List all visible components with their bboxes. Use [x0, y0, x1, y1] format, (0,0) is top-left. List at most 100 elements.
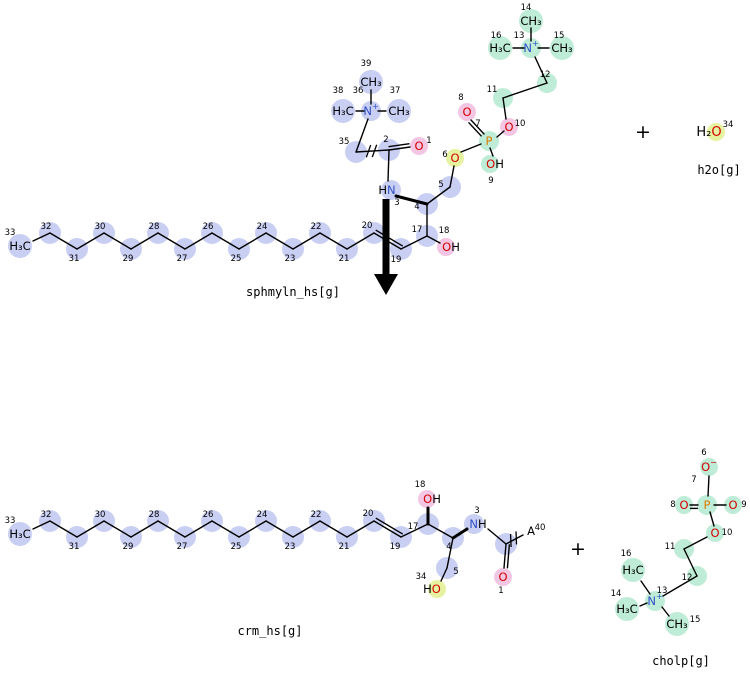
atom-number: 9	[741, 500, 746, 510]
atom-number: 30	[95, 222, 106, 232]
atom-number: 40	[535, 523, 546, 533]
bond	[157, 232, 186, 250]
atom-number: 24	[257, 510, 268, 520]
atom-number: 28	[149, 510, 160, 520]
bond	[534, 56, 548, 84]
atom-number: 27	[177, 542, 188, 552]
atom-symbol-7: P	[704, 498, 711, 512]
atom-symbol-15: CH₃	[551, 41, 573, 55]
bond	[76, 232, 105, 250]
atom-number: 6	[701, 448, 706, 458]
bond	[346, 520, 375, 538]
atom-symbol-33: H₃C	[9, 239, 30, 253]
atom-symbol-8: O	[679, 498, 688, 512]
plus-sign-top: +	[635, 121, 651, 143]
atom-symbol-33: H₃C	[9, 527, 30, 541]
bond	[130, 232, 159, 250]
bond	[460, 143, 482, 153]
atom-highlight	[500, 118, 518, 136]
atom-symbol-13: N+	[647, 592, 662, 609]
atom-number: 39	[361, 59, 372, 69]
bond	[355, 118, 369, 153]
atom-symbol-13: N+	[523, 39, 538, 56]
atom-highlight	[387, 99, 411, 123]
bond	[103, 232, 132, 250]
atom-number: 36	[353, 86, 364, 96]
atom-number: 17	[412, 225, 423, 235]
bond-double-line	[506, 544, 511, 569]
atom-highlight	[361, 101, 381, 121]
atom-highlight	[481, 155, 499, 173]
molecule-crm_hs: H₃C33323130292827262524232221201917OH184…	[5, 480, 546, 598]
bond	[470, 119, 485, 135]
atom-number: 33	[5, 228, 16, 238]
bond	[184, 232, 213, 250]
bond	[32, 520, 51, 530]
product-label-crm: crm_hs[g]	[237, 624, 303, 638]
bond	[451, 527, 469, 540]
atom-highlight	[706, 524, 724, 542]
product-label-cholp: cholp[g]	[652, 654, 710, 668]
bond	[388, 146, 411, 151]
atom-number: 38	[333, 86, 344, 96]
atom-number: 5	[438, 180, 443, 190]
atom-symbol-14: CH₃	[520, 14, 542, 28]
atom-number: 31	[69, 542, 80, 552]
atom-number: 22	[311, 510, 322, 520]
atom-number: 29	[123, 542, 134, 552]
bond	[661, 606, 670, 617]
atom-symbol-6: O	[450, 151, 459, 165]
atom-highlight	[446, 149, 464, 167]
atom-number: 17	[408, 522, 419, 532]
atom-number: 19	[390, 542, 401, 552]
bond	[292, 520, 321, 538]
atom-number: 7	[475, 119, 480, 129]
atom-number: 12	[540, 70, 551, 80]
atom-symbol-34: H₂O	[696, 125, 721, 140]
atom-number: 7	[691, 475, 696, 485]
atom-number: 29	[123, 254, 134, 264]
bond	[427, 523, 454, 539]
atom-number: 28	[149, 222, 160, 232]
atom-number: 9	[488, 176, 493, 186]
bond	[449, 165, 455, 188]
atom-symbol-10: O	[504, 120, 513, 134]
atom-number: 4	[414, 202, 419, 212]
atom-highlight	[521, 38, 541, 58]
atom-highlight	[410, 137, 428, 155]
bond	[707, 475, 710, 497]
atom-symbol-3: HN	[378, 183, 395, 197]
atom-symbol-40: A	[527, 524, 535, 538]
bond	[373, 520, 402, 538]
atom-symbol-6: O−	[701, 458, 717, 475]
atom-number: 25	[231, 254, 242, 264]
atom-highlight	[519, 9, 543, 33]
plus-sign-bottom: +	[570, 538, 586, 560]
atom-symbol-1: O	[414, 139, 423, 153]
bond-double-line	[388, 142, 410, 148]
bond	[487, 528, 507, 545]
bond	[103, 520, 132, 538]
bond	[440, 567, 448, 582]
reaction-arrow-head	[374, 274, 398, 295]
atom-highlight	[331, 99, 355, 123]
atom-number: 21	[339, 254, 350, 264]
bond	[400, 235, 428, 250]
atom-number: 15	[690, 615, 701, 625]
bond	[49, 232, 78, 250]
atom-symbol-34: HO	[423, 582, 441, 596]
molecule-sphmyln_hs: H₃C33323130292827262524232221201917OH184…	[5, 3, 574, 265]
atom-symbol-3: NH	[469, 517, 486, 531]
bond	[640, 580, 651, 595]
bond-break-mark	[365, 144, 378, 158]
atom-highlight	[464, 514, 484, 534]
atom-number: 11	[487, 85, 498, 95]
atom-symbol-7: P	[486, 134, 493, 148]
bond	[292, 232, 321, 250]
atom-number: 18	[415, 480, 426, 490]
bond	[426, 186, 451, 205]
atom-highlight	[697, 495, 717, 515]
